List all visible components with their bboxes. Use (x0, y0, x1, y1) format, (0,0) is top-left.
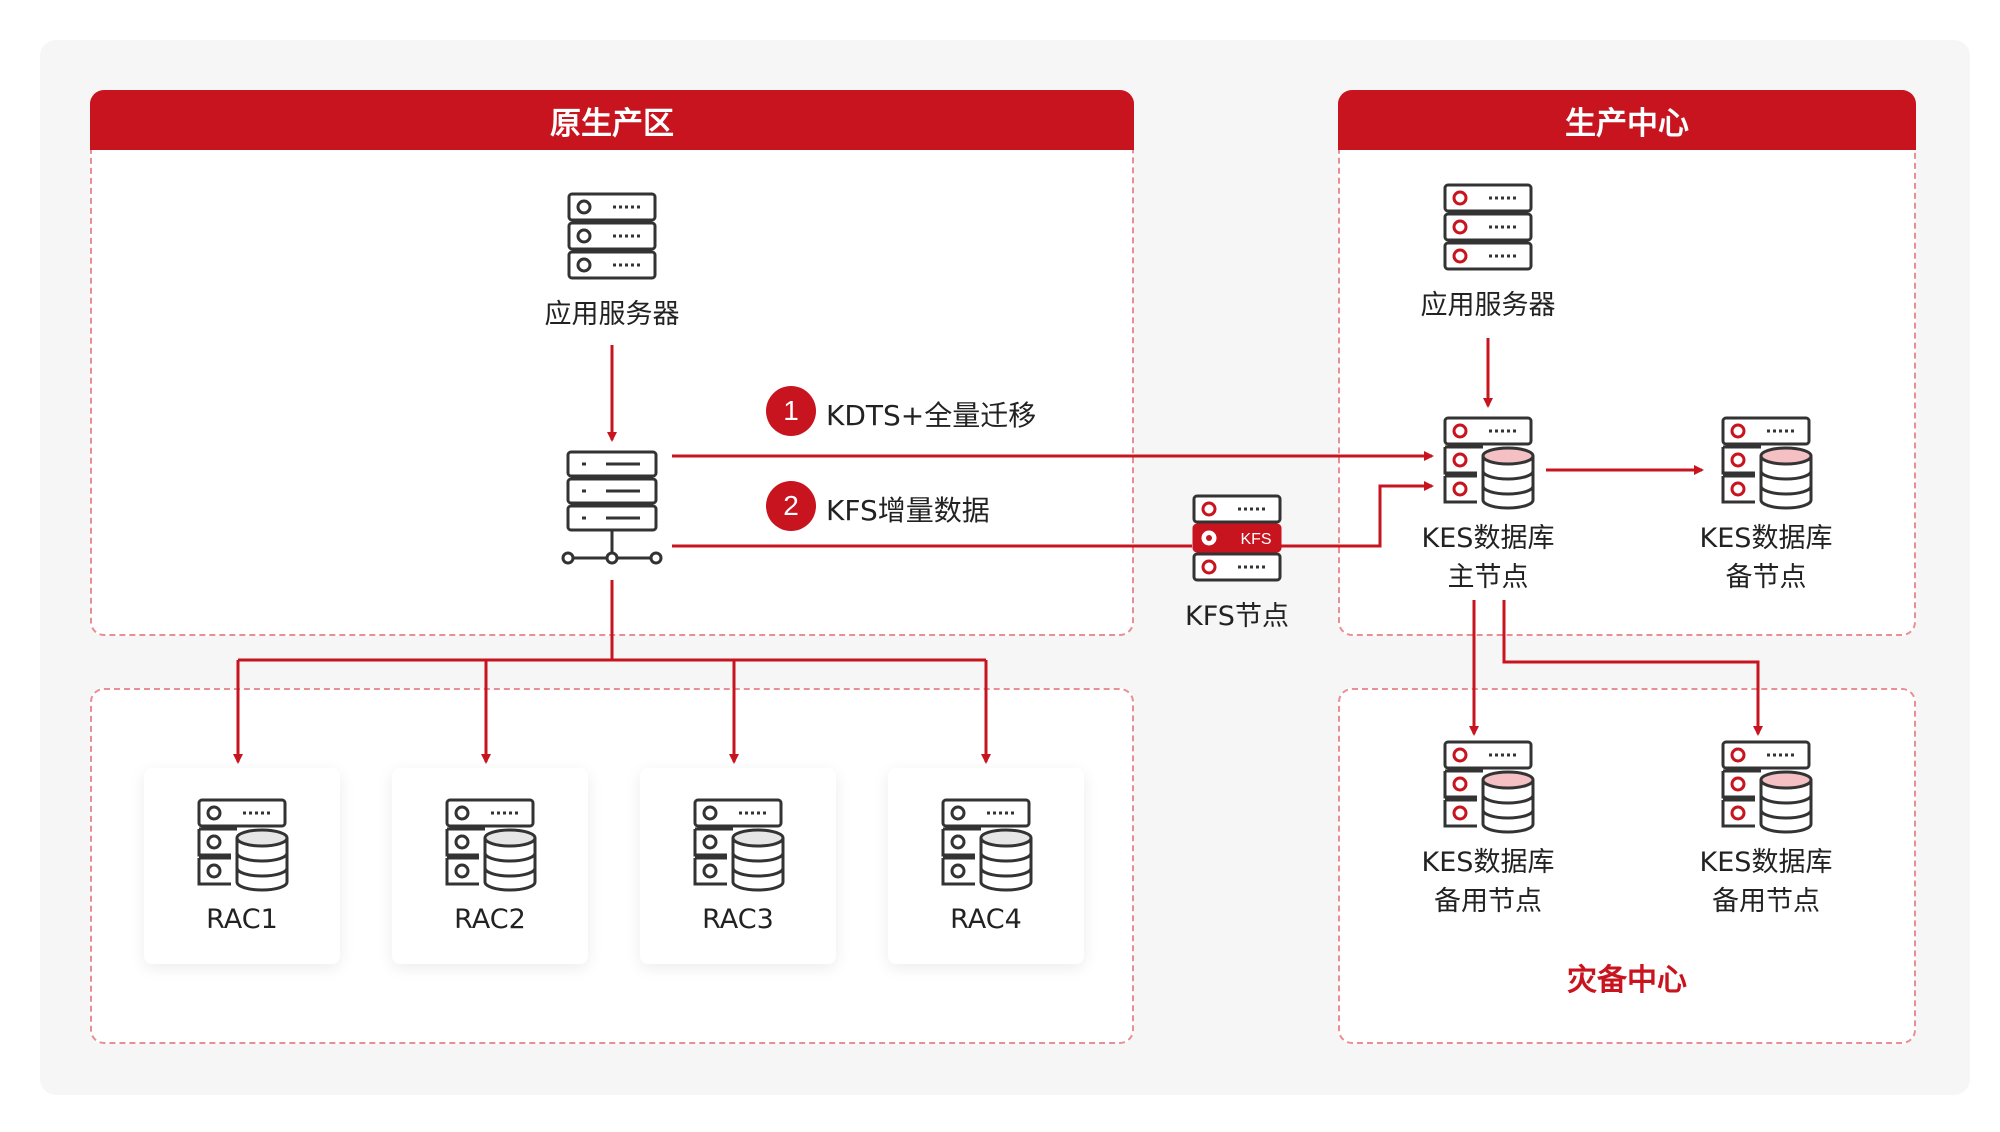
kes-standby-label-line1: KES数据库 (1699, 523, 1833, 554)
origin-app-server-label: 应用服务器 (544, 299, 680, 330)
rac2-db-icon (445, 798, 537, 892)
rac1-label: RAC1 (206, 904, 278, 935)
production-zone: 生产中心 (1338, 90, 1916, 636)
dr-standby-a-db-icon (1443, 740, 1535, 834)
production-zone-header: 生产中心 (1338, 90, 1916, 150)
step-1-text: KDTS+全量迁移 (826, 399, 1037, 432)
rac4-db-icon (941, 798, 1033, 892)
step-2-badge: 2 (766, 481, 816, 531)
master-to-dr-b-arrow (1502, 600, 1763, 736)
step-1-badge: 1 (766, 386, 816, 436)
prod-app-server-icon (1443, 183, 1533, 271)
kfs-node-icon: KFS (1192, 494, 1282, 582)
dr-zone (1338, 688, 1916, 1044)
rac4-label: RAC4 (950, 904, 1022, 935)
kes-master-label-line1: KES数据库 (1421, 523, 1555, 554)
rac3-label: RAC3 (702, 904, 774, 935)
prod-app-server-label: 应用服务器 (1420, 290, 1556, 321)
dr-standby-b-label-line2: 备用节点 (1712, 886, 1820, 917)
rac3-db-icon (693, 798, 785, 892)
kes-master-db-icon (1443, 416, 1535, 510)
kfs-to-master-arrow (1280, 481, 1434, 548)
dr-standby-a-label-line1: KES数据库 (1421, 847, 1555, 878)
dr-standby-b-db-icon (1721, 740, 1813, 834)
dr-standby-b-label-line1: KES数据库 (1699, 847, 1833, 878)
rac1-db-icon (197, 798, 289, 892)
dr-standby-a-label-line2: 备用节点 (1434, 886, 1542, 917)
kfs-badge-text: KFS (1240, 531, 1271, 548)
dr-zone-title: 灾备中心 (1567, 963, 1687, 998)
kes-standby-label-line2: 备节点 (1725, 562, 1807, 593)
origin-zone-header: 原生产区 (90, 90, 1134, 150)
gateway-server-icon (561, 450, 663, 565)
rac2-label: RAC2 (454, 904, 526, 935)
origin-app-server-icon (567, 192, 657, 280)
kfs-node-label: KFS节点 (1185, 601, 1289, 632)
kes-standby-db-icon (1721, 416, 1813, 510)
kes-master-label-line2: 主节点 (1447, 562, 1529, 593)
step-2-text: KFS增量数据 (826, 494, 990, 527)
